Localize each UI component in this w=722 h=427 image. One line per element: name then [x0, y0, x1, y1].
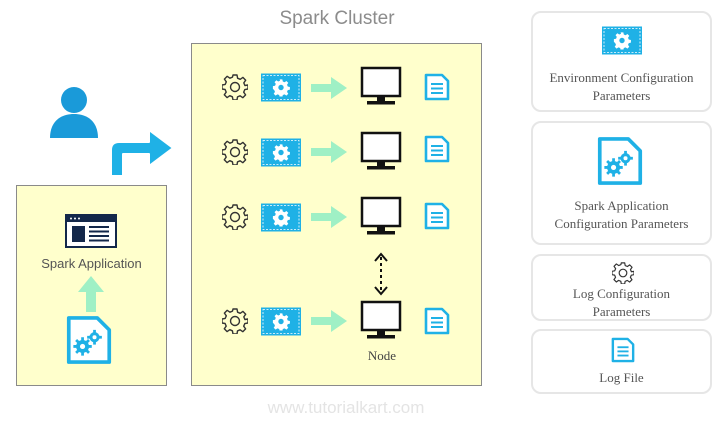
config-panel-icon — [261, 203, 301, 232]
monitor-icon — [359, 196, 403, 236]
log-file-card: Log File — [531, 329, 712, 394]
spark-app-config-card: Spark Application Configuration Paramete… — [531, 121, 712, 245]
config-panel-icon — [602, 26, 642, 55]
environment-config-line-2: Parameters — [592, 88, 651, 103]
config-panel-icon — [261, 73, 301, 102]
gear-document-icon — [66, 315, 112, 365]
gear-outline-icon — [222, 204, 248, 230]
right-arrow-icon — [311, 310, 347, 332]
monitor-icon — [359, 66, 403, 106]
gear-outline-icon — [222, 74, 248, 100]
spark-application-label: Spark Application — [41, 256, 142, 271]
turn-arrow-icon — [110, 129, 174, 177]
log-config-card: Log Configuration Parameters — [531, 254, 712, 321]
log-config-line-2: Parameters — [592, 304, 651, 319]
config-panel-icon — [261, 138, 301, 167]
vertical-dots-icon — [374, 252, 388, 296]
log-file-label: Log File — [599, 370, 644, 385]
document-icon — [611, 337, 635, 363]
document-icon — [424, 202, 450, 230]
gear-outline-icon — [222, 308, 248, 334]
cluster-title: Spark Cluster — [279, 8, 395, 29]
log-config-line-1: Log Configuration — [572, 286, 671, 301]
spark-app-config-line-2: Configuration Parameters — [554, 216, 689, 231]
config-panel-icon — [261, 307, 301, 336]
browser-window-icon — [65, 214, 117, 248]
watermark: www.tutorialkart.com — [267, 398, 425, 417]
document-icon — [424, 307, 450, 335]
document-icon — [424, 73, 450, 101]
up-arrow-icon — [78, 276, 104, 312]
gear-document-icon — [597, 136, 643, 186]
spark-app-config-line-1: Spark Application — [574, 198, 669, 213]
environment-config-card: Environment Configuration Parameters — [531, 11, 712, 112]
right-arrow-icon — [311, 206, 347, 228]
monitor-icon — [359, 131, 403, 171]
node-label: Node — [367, 348, 397, 363]
user-icon — [50, 87, 98, 138]
right-arrow-icon — [311, 77, 347, 99]
document-icon — [424, 135, 450, 163]
right-arrow-icon — [311, 141, 347, 163]
gear-outline-icon — [222, 139, 248, 165]
environment-config-line-1: Environment Configuration — [549, 70, 694, 85]
gear-outline-icon — [612, 262, 634, 284]
monitor-icon — [359, 300, 403, 340]
